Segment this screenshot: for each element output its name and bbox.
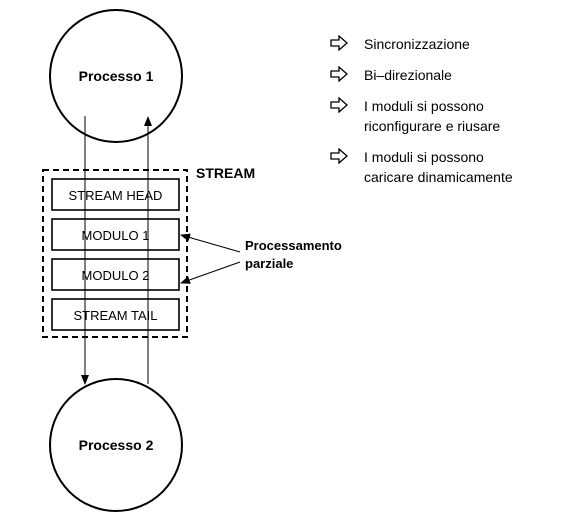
process-2-circle (49, 378, 183, 512)
process-node-1: Processo 1 (49, 9, 183, 143)
feature-item: I moduli si possono caricare dinamicamen… (330, 147, 555, 187)
stream-module-2: MODULO 2 (51, 258, 180, 291)
stream-label: STREAM (196, 165, 255, 181)
stream-module-label: STREAM TAIL (73, 308, 157, 323)
stream-module-head: STREAM HEAD (51, 178, 180, 211)
stream-module-1: MODULO 1 (51, 218, 180, 251)
annotation-arrow-modulo-1 (180, 233, 241, 253)
feature-text: Sincronizzazione (364, 36, 470, 52)
annotation-arrow-modulo-2 (180, 261, 241, 284)
hollow-arrow-icon (330, 66, 348, 82)
stream-module-tail: STREAM TAIL (51, 298, 180, 331)
hollow-arrow-icon (330, 35, 348, 51)
feature-text: Bi–direzionale (364, 67, 452, 83)
hollow-arrow-icon (330, 148, 348, 164)
hollow-arrow-icon (330, 97, 348, 113)
process-1-circle (49, 9, 183, 143)
process-1-label: Processo 1 (79, 68, 154, 84)
process-2-label: Processo 2 (79, 437, 154, 453)
feature-item: Sincronizzazione (330, 34, 555, 54)
stream-module-label: MODULO 2 (82, 268, 150, 283)
feature-item: I moduli si possono riconfigurare e rius… (330, 96, 555, 136)
feature-list: Sincronizzazione Bi–direzionale I moduli… (330, 34, 555, 198)
feature-text: I moduli si possono caricare dinamicamen… (364, 149, 513, 185)
stream-module-label: MODULO 1 (82, 228, 150, 243)
feature-text: I moduli si possono riconfigurare e rius… (364, 98, 501, 134)
stream-module-label: STREAM HEAD (69, 188, 163, 203)
feature-item: Bi–direzionale (330, 65, 555, 85)
annotation-line-2: parziale (245, 256, 293, 271)
process-node-2: Processo 2 (49, 378, 183, 512)
annotation-line-1: Processamento (245, 238, 342, 253)
stream-container (42, 169, 188, 338)
